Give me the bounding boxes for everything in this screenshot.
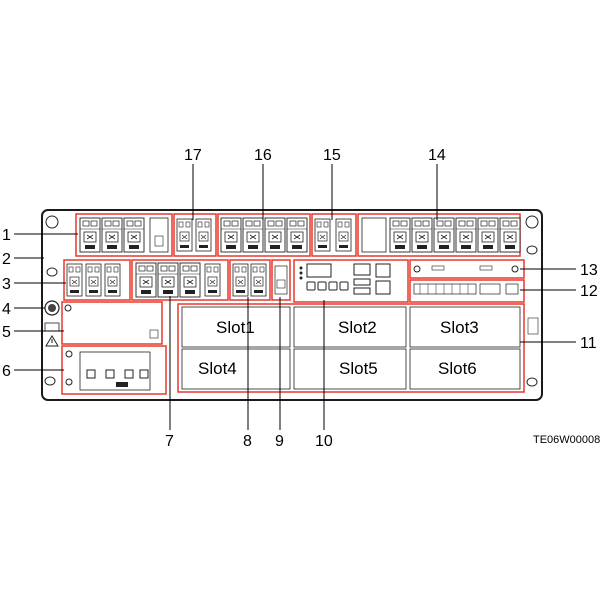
- callout-2: 2: [2, 251, 11, 268]
- warning-icon: [45, 335, 59, 347]
- top-breaker-row: [75, 213, 521, 257]
- leader-lines: [14, 164, 576, 430]
- callout-17: 17: [184, 147, 202, 164]
- callout-9: 9: [275, 433, 284, 450]
- slot-3-bay[interactable]: [409, 306, 521, 348]
- module-13: [409, 259, 525, 279]
- callout-15: 15: [323, 147, 341, 164]
- slot-2-label: Slot2: [338, 318, 377, 337]
- slot-5-bay[interactable]: [293, 348, 407, 390]
- callout-12: 12: [580, 283, 598, 300]
- callout-8: 8: [243, 433, 252, 450]
- slot-1-bay[interactable]: [181, 306, 291, 348]
- slot-5-label: Slot5: [339, 359, 378, 378]
- slot-panel-11: Slot1 Slot2 Slot3 Slot4 Slot5 Slot6: [177, 303, 539, 393]
- callout-1: 1: [2, 227, 11, 244]
- callout-4: 4: [2, 301, 11, 318]
- callout-14: 14: [428, 147, 446, 164]
- slot-1-label: Slot1: [216, 318, 255, 337]
- callout-3: 3: [2, 276, 11, 293]
- figure-id: TE06W00008: [533, 434, 600, 446]
- callout-labels: 1 2 3 4 5 6 7 8 9 10 11 12 13 14 15 16 1…: [2, 147, 598, 450]
- ground-terminal-icon: [44, 300, 60, 316]
- callout-6: 6: [2, 363, 11, 380]
- slot-2-bay[interactable]: [293, 306, 407, 348]
- callout-16: 16: [254, 147, 272, 164]
- callout-7: 7: [165, 433, 174, 450]
- left-modules: [61, 301, 167, 395]
- slot-4-label: Slot4: [198, 359, 237, 378]
- slot-6-bay[interactable]: [409, 348, 521, 390]
- callout-11: 11: [580, 335, 597, 352]
- middle-row: [63, 259, 525, 303]
- slot-6-label: Slot6: [438, 359, 477, 378]
- module-5: [61, 301, 163, 345]
- callout-5: 5: [2, 324, 11, 341]
- callout-13: 13: [580, 262, 598, 279]
- slot-3-label: Slot3: [440, 318, 479, 337]
- callout-10: 10: [315, 433, 333, 450]
- slot-4-bay[interactable]: [181, 348, 291, 390]
